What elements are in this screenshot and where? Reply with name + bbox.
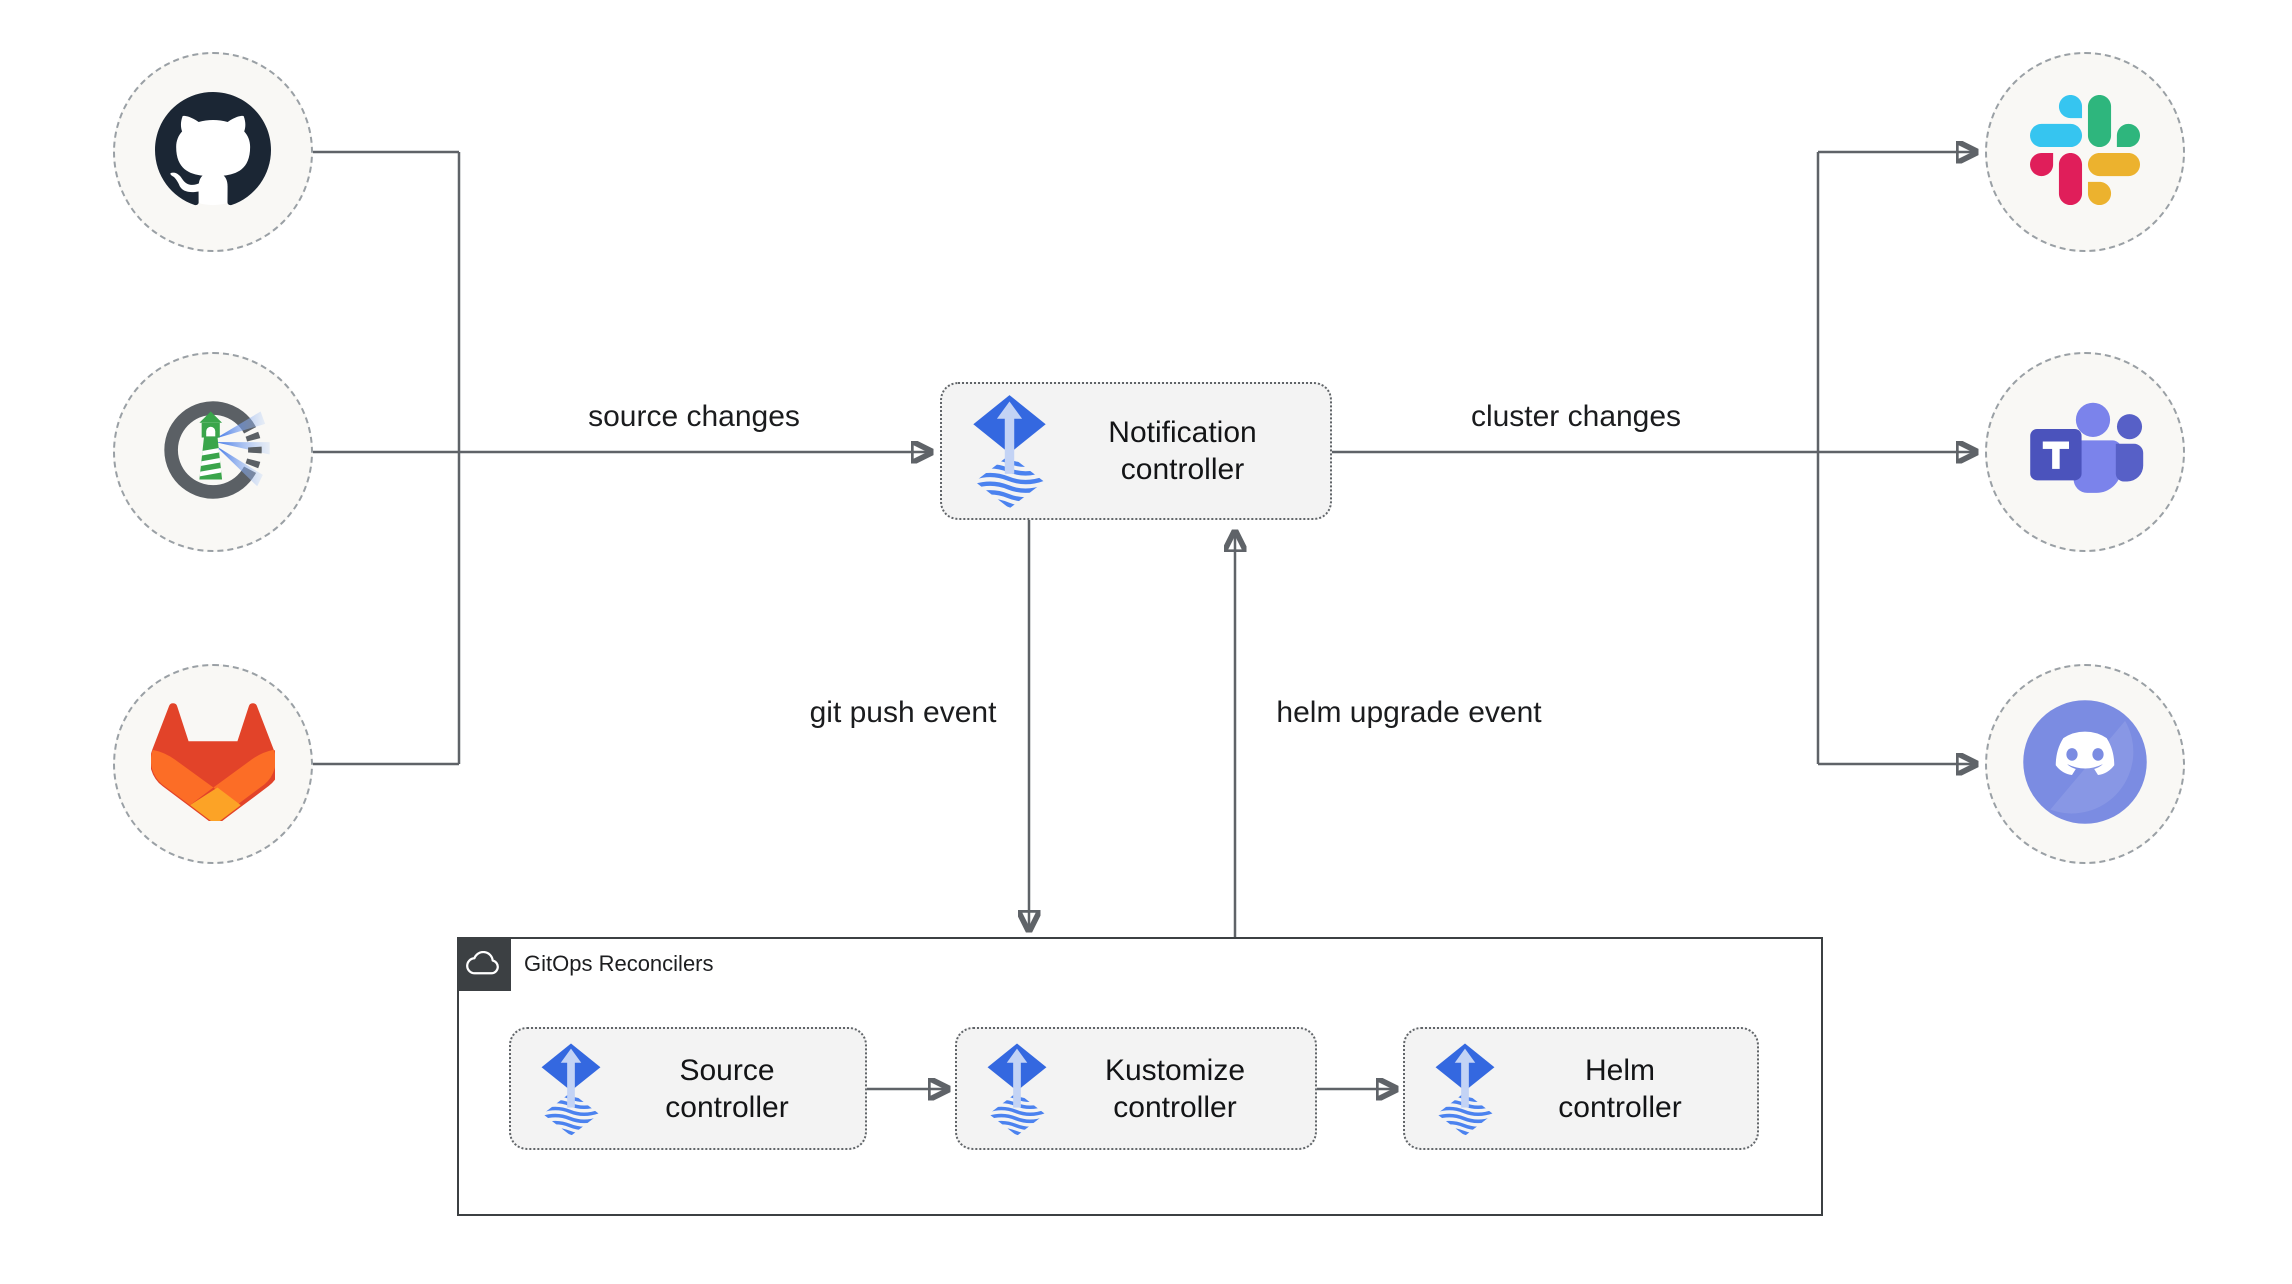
harbor-icon	[145, 382, 281, 523]
flux-icon	[539, 1041, 603, 1137]
notification-controller-label: Notification controller	[1108, 416, 1257, 486]
alert-node-discord	[1985, 664, 2185, 864]
source-controller-node: Source controller	[509, 1027, 867, 1150]
edge-label-git-push-event: git push event	[803, 696, 1003, 730]
helm-controller-node: Helm controller	[1403, 1027, 1759, 1150]
alert-node-teams	[1985, 352, 2185, 552]
source-controller-label: Source controller	[665, 1053, 789, 1124]
alert-node-slack	[1985, 52, 2185, 252]
helm-controller-label: Helm controller	[1558, 1053, 1682, 1124]
edge-label-helm-upgrade-event: helm upgrade event	[1270, 696, 1548, 730]
notification-controller-node: Notification controller	[940, 382, 1332, 520]
edge-label-source-changes: source changes	[582, 400, 806, 434]
source-node-harbor	[113, 352, 313, 552]
edge-label-cluster-changes: cluster changes	[1464, 400, 1688, 434]
gitlab-icon	[150, 702, 282, 826]
kustomize-controller-label: Kustomize controller	[1104, 1053, 1246, 1124]
kustomize-controller-node: Kustomize controller	[955, 1027, 1317, 1150]
slack-icon	[2030, 94, 2140, 210]
source-node-gitlab	[113, 664, 313, 864]
flux-icon	[970, 392, 1049, 510]
github-icon	[155, 91, 271, 213]
source-node-github	[113, 52, 313, 252]
gitops-reconcilers-title: GitOps Reconcilers	[524, 951, 714, 976]
cloud-icon	[457, 937, 511, 991]
flux-icon	[985, 1041, 1049, 1137]
discord-icon	[2020, 697, 2150, 832]
microsoft-teams-icon	[2021, 397, 2149, 507]
gitops-reconcilers-group	[457, 937, 1823, 1216]
flux-icon	[1433, 1041, 1497, 1137]
